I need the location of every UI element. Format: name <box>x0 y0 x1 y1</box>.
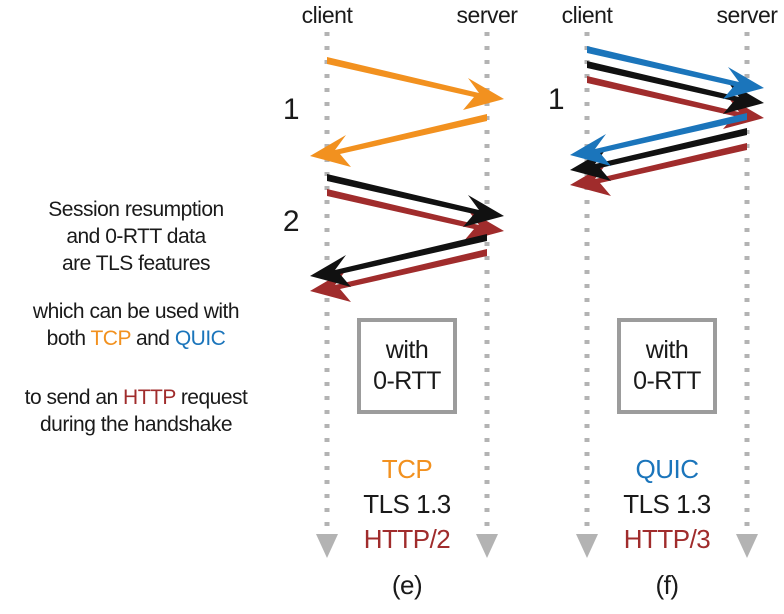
lane-label-f-server: server <box>716 2 778 28</box>
stack-transport-label-e: TCP <box>381 454 433 484</box>
arrow-f-1-tls-client-to-server <box>587 61 764 114</box>
stack-http-label-f: HTTP/3 <box>623 524 711 554</box>
with-0rtt-box-line1: with <box>385 336 429 364</box>
stack-tls-label-e: TLS 1.3 <box>363 489 451 519</box>
arrow-e-3-tls-client-to-server <box>327 174 504 227</box>
caption-line: Session resumption <box>48 198 224 221</box>
stack-transport-label-f: QUIC <box>635 454 699 484</box>
with-0rtt-box-line2: 0-RTT <box>373 367 441 395</box>
caption-paragraph-2: which can be used with both TCP and QUIC <box>0 298 272 352</box>
arrow-e-1-tcp-client-to-server <box>327 57 504 110</box>
with-0rtt-box-e: with 0-RTT <box>357 318 457 414</box>
figure-label-f: (f) <box>655 570 679 600</box>
caption-line: both TCP and QUIC <box>0 325 272 352</box>
caption-tcp-highlight: TCP <box>90 327 131 350</box>
rtt-counter-e-2: 2 <box>282 205 300 238</box>
caption-http-highlight: HTTP <box>123 386 176 409</box>
arrow-f-1-quic-client-to-server <box>587 46 764 99</box>
caption-quic-highlight: QUIC <box>174 327 226 350</box>
protocol-stack-f: QUIC TLS 1.3 HTTP/3 <box>617 452 717 557</box>
caption-line: which can be used with <box>32 300 240 323</box>
with-0rtt-box-line1: with <box>645 336 689 364</box>
arrow-f-2-quic-server-to-client <box>570 113 747 166</box>
caption-text: to send an <box>24 386 124 409</box>
arrow-e-2-tcp-server-to-client <box>310 114 487 167</box>
arrow-e-4-http-server-to-client <box>310 249 487 302</box>
caption-line: during the handshake <box>40 413 233 436</box>
with-0rtt-box-f: with 0-RTT <box>617 318 717 414</box>
stack-tls-label-f: TLS 1.3 <box>623 489 711 519</box>
arrow-f-1-http-client-to-server <box>587 76 764 129</box>
caption-text: both <box>46 327 91 350</box>
lane-label-e-client: client <box>301 2 353 28</box>
lifeline-e-server <box>476 32 498 558</box>
caption-text: request <box>175 386 248 409</box>
figure-label-e: (e) <box>391 570 423 600</box>
arrow-e-3-http-client-to-server <box>327 189 504 242</box>
lane-label-e-server: server <box>456 2 518 28</box>
caption-paragraph-1: Session resumption and 0-RTT data are TL… <box>0 196 272 277</box>
lifeline-f-client <box>576 32 598 558</box>
stack-http-label-e: HTTP/2 <box>363 524 451 554</box>
rtt-counter-e-1: 1 <box>282 93 300 126</box>
lifeline-e-client <box>316 32 338 558</box>
protocol-stack-e: TCP TLS 1.3 HTTP/2 <box>357 452 457 557</box>
caption-line: to send an HTTP request <box>0 384 272 411</box>
lifeline-f-server <box>736 32 758 558</box>
caption-line: and 0-RTT data <box>66 225 206 248</box>
arrow-f-2-tls-server-to-client <box>570 128 747 181</box>
caption-line: are TLS features <box>61 252 211 275</box>
caption-text: and <box>130 327 175 350</box>
lane-label-f-client: client <box>561 2 613 28</box>
with-0rtt-box-line2: 0-RTT <box>633 367 701 395</box>
arrow-f-2-http-server-to-client <box>570 143 747 196</box>
rtt-counter-f-1: 1 <box>547 83 565 116</box>
caption-paragraph-3: to send an HTTP request during the hands… <box>0 384 272 438</box>
arrow-e-4-tls-server-to-client <box>310 234 487 287</box>
